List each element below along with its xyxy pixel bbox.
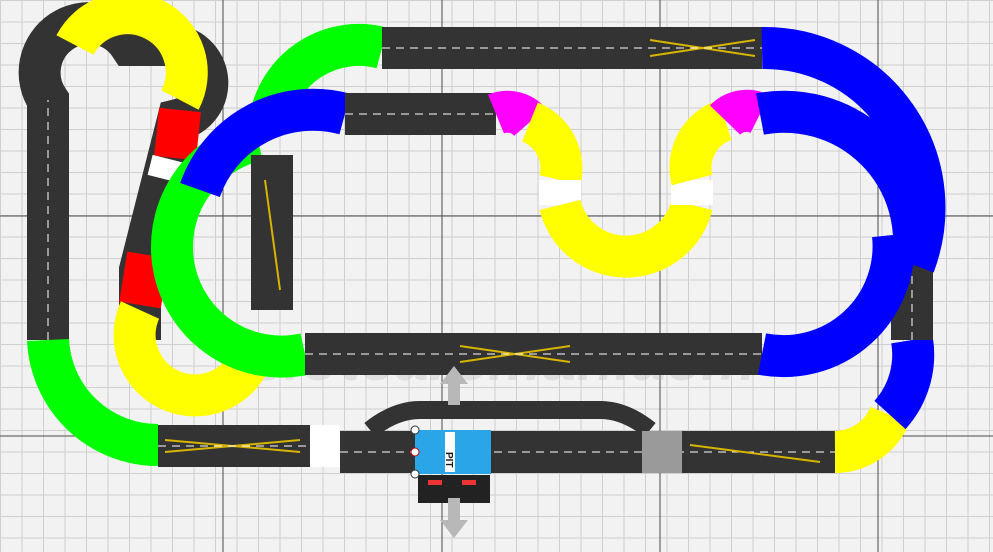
curve-magenta-right[interactable] <box>709 89 770 136</box>
curve-blue-inner-right[interactable] <box>756 90 936 269</box>
straight-top[interactable] <box>382 27 762 69</box>
connector-left-1 <box>147 154 194 186</box>
curve-magenta-left[interactable] <box>488 90 546 137</box>
curve-green-bottom-left[interactable] <box>27 338 159 467</box>
curve-blue-inner-left[interactable] <box>180 88 351 198</box>
curve-yellow-u-bottom[interactable] <box>539 199 713 278</box>
curve-yellow-bottom-right[interactable] <box>833 405 910 473</box>
arrow-up-icon[interactable] <box>440 366 468 405</box>
control-unit[interactable] <box>410 425 491 503</box>
straight-bottom-left[interactable] <box>158 425 310 467</box>
control-unit-label: PIT <box>443 452 454 468</box>
red-piece-2[interactable] <box>119 251 169 309</box>
curve-yellow-s-right[interactable] <box>669 100 733 186</box>
straight-inner-vertical[interactable] <box>251 155 293 310</box>
curve-yellow-lower-left[interactable] <box>113 301 270 417</box>
curve-blue-middle-right[interactable] <box>757 232 915 378</box>
arrow-down-icon[interactable] <box>440 498 468 538</box>
red-piece-1[interactable] <box>154 107 201 161</box>
curve-yellow-s-left[interactable] <box>521 102 583 185</box>
curve-blue-right-bottom[interactable] <box>873 336 935 430</box>
curve-yellow-top[interactable] <box>56 0 208 110</box>
left-loop[interactable] <box>18 2 229 340</box>
straight-middle[interactable] <box>305 333 762 375</box>
